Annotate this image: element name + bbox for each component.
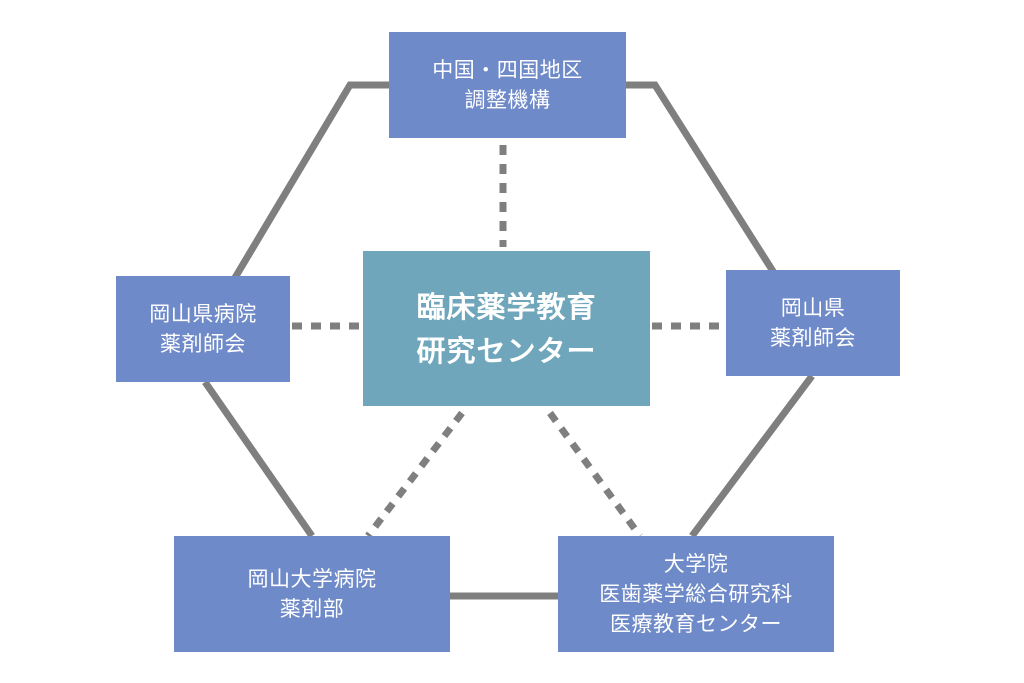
- node-bottom-right-line-1: 大学院: [663, 552, 729, 576]
- node-bottom-right-line-3: 医療教育センター: [610, 612, 782, 636]
- node-bottom-left-line-2: 薬剤部: [279, 597, 345, 621]
- dotted-link-bottom-right: [547, 410, 643, 539]
- node-top-line-1: 中国・四国地区: [432, 58, 583, 82]
- dotted-link-bottom-left: [365, 410, 465, 539]
- node-okayama-university-hospital-pharmacy: 岡山大学病院 薬剤部: [174, 536, 450, 652]
- hexagon-edge-right-bottom: [689, 373, 815, 539]
- node-graduate-school-medical-education-center: 大学院 医歯薬学総合研究科 医療教育センター: [558, 536, 834, 652]
- node-center-line-2: 研究センター: [416, 333, 597, 368]
- hexagon-edge-left-bottom: [202, 380, 315, 538]
- node-bottom-left-line-1: 岡山大学病院: [247, 567, 377, 591]
- node-center-line-1: 臨床薬学教育: [416, 289, 597, 324]
- node-okayama-pharmaceutical-association: 岡山県 薬剤師会: [726, 270, 900, 376]
- node-right-line-1: 岡山県: [780, 296, 846, 320]
- node-left-line-2: 薬剤師会: [160, 332, 246, 356]
- node-left-line-1: 岡山県病院: [149, 302, 257, 326]
- node-top-line-2: 調整機構: [464, 88, 551, 112]
- node-clinical-pharmacy-education-center: 臨床薬学教育 研究センター: [363, 251, 650, 406]
- node-bottom-right-line-2: 医歯薬学総合研究科: [599, 582, 793, 606]
- node-right-line-2: 薬剤師会: [770, 326, 856, 350]
- node-okayama-hospital-pharmacist-association: 岡山県病院 薬剤師会: [116, 276, 290, 382]
- node-chugoku-shikoku-coordination: 中国・四国地区 調整機構: [389, 32, 626, 138]
